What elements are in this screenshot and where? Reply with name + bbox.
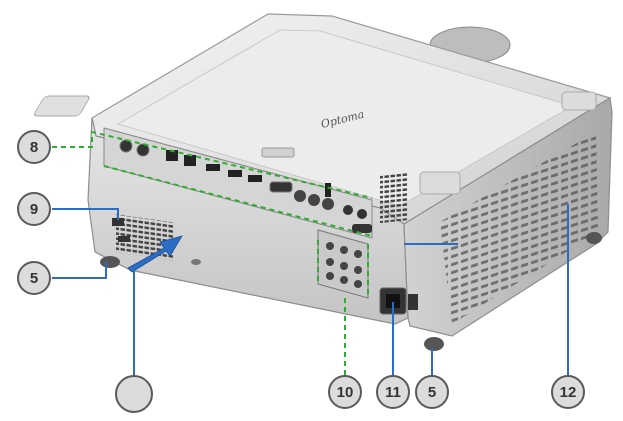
bnc-port-icon (308, 194, 320, 206)
serial-port-icon (352, 224, 372, 233)
svg-text:9: 9 (30, 201, 38, 218)
callout-5-left: 5 (17, 261, 51, 295)
callout-5-right: 5 (415, 375, 449, 409)
callout-10: 10 (328, 375, 362, 409)
svg-text:10: 10 (337, 384, 354, 401)
keypad-button-icon (326, 242, 334, 250)
leader-line-9 (52, 208, 119, 220)
leader-line-5a (52, 262, 107, 279)
keypad-button-icon (326, 272, 334, 280)
keypad-button-icon (354, 280, 362, 288)
top-corner-pad (561, 91, 597, 111)
rear-vent-left (116, 214, 174, 261)
callout-blank (115, 375, 153, 413)
audio-jack-icon (357, 209, 367, 219)
keypad-button-icon (340, 246, 348, 254)
adjustable-foot (191, 259, 201, 265)
keypad-button-icon (340, 276, 348, 284)
keypad-button-icon (354, 250, 362, 258)
bnc-port-icon (322, 198, 334, 210)
leader-lines (52, 130, 373, 376)
airflow-arrow (127, 235, 183, 273)
vga-port-icon (269, 181, 293, 193)
leader-line-8-bottom (103, 165, 373, 237)
io-panel (103, 127, 373, 239)
audio-jack-icon (136, 143, 150, 157)
top-corner-pad (34, 95, 90, 117)
projector-body: Optoma (34, 13, 613, 337)
adjustable-foot (586, 232, 602, 244)
rj45-port-icon (166, 150, 178, 161)
hdmi-port-icon (248, 175, 262, 182)
svg-text:11: 11 (385, 384, 401, 401)
usb-port-icon (325, 183, 331, 197)
callout-11: 11 (376, 375, 410, 409)
adjustable-foot (100, 256, 120, 268)
callouts: 8 9 5 10 11 5 12 (17, 130, 585, 413)
svg-text:8: 8 (30, 139, 38, 156)
control-keypad (317, 229, 369, 299)
svg-text:5: 5 (30, 270, 38, 287)
audio-jack-icon (119, 139, 133, 153)
rj45-port-icon (184, 155, 196, 166)
svg-text:12: 12 (560, 384, 577, 401)
keypad-button-icon (354, 266, 362, 274)
hdmi-port-icon (228, 170, 242, 177)
callout-8: 8 (17, 130, 51, 164)
keypad-button-icon (326, 258, 334, 266)
callout-12: 12 (551, 375, 585, 409)
top-corner-pad (419, 171, 461, 195)
leader-lines-solid (52, 204, 569, 385)
rear-vent-right (380, 172, 408, 224)
top-latch (261, 147, 295, 158)
power-socket (379, 287, 418, 315)
security-slot (112, 218, 130, 242)
audio-jack-icon (343, 205, 353, 215)
adjustable-foot (424, 337, 444, 351)
keypad-button-icon (340, 262, 348, 270)
top-lid (116, 29, 574, 207)
svg-text:5: 5 (428, 384, 436, 401)
callout-9: 9 (17, 192, 51, 226)
hdmi-port-icon (206, 164, 220, 171)
power-switch-icon (408, 294, 418, 310)
bnc-port-icon (294, 190, 306, 202)
leader-line-10 (317, 240, 369, 376)
leader-line-8 (52, 130, 373, 199)
side-vent-grille (440, 132, 598, 324)
